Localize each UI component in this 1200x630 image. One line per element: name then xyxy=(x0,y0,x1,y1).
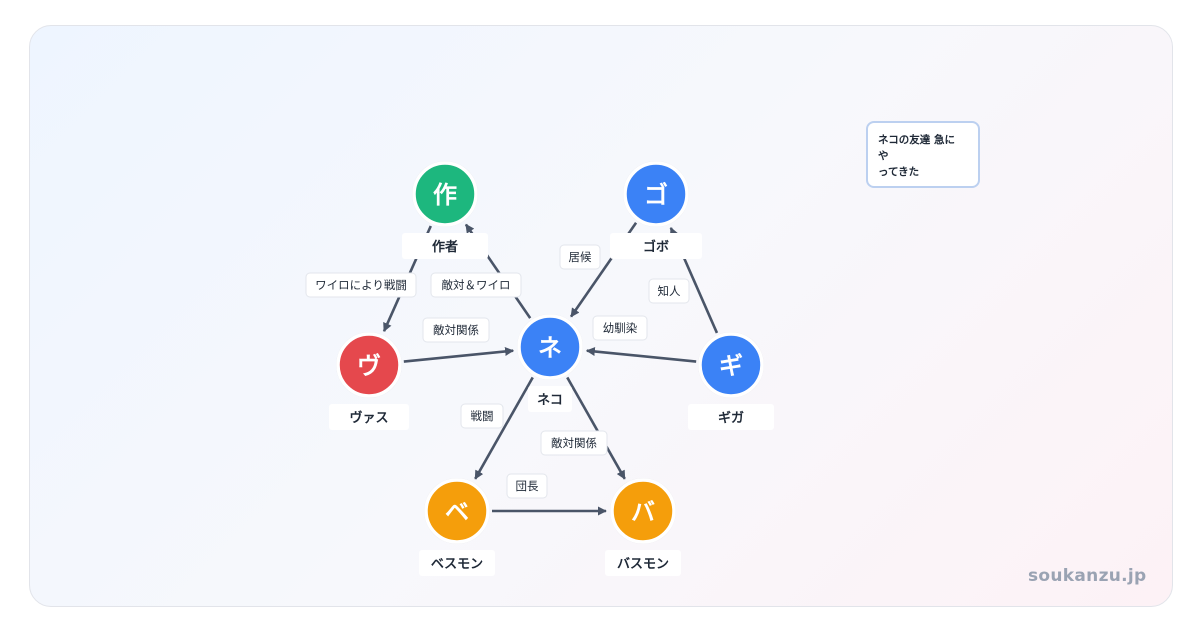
edge-label-box xyxy=(305,272,417,298)
edge-label-box xyxy=(422,317,490,343)
node-initial: ギ xyxy=(719,352,743,380)
edge-label-text: 敵対＆ワイロ xyxy=(442,278,511,292)
edge-label-box xyxy=(506,473,548,499)
edge-label-giga-gobo: 知人 xyxy=(648,278,690,304)
node-name-text: ギガ xyxy=(718,410,744,426)
node-name-box xyxy=(329,404,409,430)
edge-label-giga-neko: 幼馴染 xyxy=(592,315,648,341)
edge-label-text: 団長 xyxy=(516,479,539,493)
node-name-text: ヴァス xyxy=(349,410,388,426)
node-name-text: ゴボ xyxy=(643,239,669,255)
node-circle[interactable] xyxy=(517,314,583,380)
node-vas[interactable]: ヴ xyxy=(336,332,402,398)
edge-label-text: 幼馴染 xyxy=(603,321,638,335)
node-name-box xyxy=(402,233,488,259)
node-circle[interactable] xyxy=(698,332,764,398)
node-name-giga: ギガ xyxy=(688,404,774,430)
edge-giga-neko xyxy=(585,346,697,363)
node-name-box xyxy=(605,550,681,576)
node-name-text: ネコ xyxy=(537,393,563,408)
edge-label-saku-vas: ワイロにより戦闘 xyxy=(305,272,417,298)
edge-label-neko-basu: 敵対関係 xyxy=(540,430,608,456)
edge-label-box xyxy=(648,278,690,304)
edge-label-text: 敵対関係 xyxy=(433,323,479,337)
node-initial: ベ xyxy=(445,498,469,526)
edge-label-box xyxy=(592,315,648,341)
edge-vas-neko xyxy=(403,346,515,363)
edge-label-vas-neko: 敵対関係 xyxy=(422,317,490,343)
node-initial: バ xyxy=(631,498,655,526)
node-name-neko: ネコ xyxy=(528,386,572,412)
node-neko[interactable]: ネ xyxy=(517,314,583,380)
edge-label-neko-besu: 戦闘 xyxy=(460,403,504,429)
edge-neko-basu xyxy=(566,376,626,480)
node-saku[interactable]: 作 xyxy=(412,161,478,227)
node-initial: 作 xyxy=(433,181,457,209)
node-name-box xyxy=(610,233,702,259)
node-giga[interactable]: ギ xyxy=(698,332,764,398)
node-circle[interactable] xyxy=(424,478,490,544)
node-besu[interactable]: ベ xyxy=(424,478,490,544)
node-circle[interactable] xyxy=(412,161,478,227)
node-initial: ネ xyxy=(538,334,562,362)
edge-label-text: ワイロにより戦闘 xyxy=(315,278,407,292)
edge-label-box xyxy=(559,244,601,270)
node-name-text: ベスモン xyxy=(431,557,483,572)
node-name-box xyxy=(528,386,572,412)
edge-label-gobo-neko: 居候 xyxy=(559,244,601,270)
edge-label-neko-saku: 敵対＆ワイロ xyxy=(430,272,522,298)
node-name-text: バスモン xyxy=(617,557,669,572)
node-name-saku: 作者 xyxy=(402,233,488,259)
edge-label-box xyxy=(460,403,504,429)
node-name-basu: バスモン xyxy=(605,550,681,576)
edge-label-text: 居候 xyxy=(569,250,592,264)
note-box: ネコの友達 急に や ってきた xyxy=(866,121,980,188)
edge-label-text: 戦闘 xyxy=(471,409,494,423)
node-name-besu: ベスモン xyxy=(419,550,495,576)
edge-label-text: 知人 xyxy=(658,284,681,298)
edge-neko-besu xyxy=(474,376,534,480)
node-name-vas: ヴァス xyxy=(329,404,409,430)
watermark: soukanzu.jp xyxy=(1028,566,1147,586)
node-circle[interactable] xyxy=(610,478,676,544)
node-name-box xyxy=(419,550,495,576)
node-circle[interactable] xyxy=(336,332,402,398)
node-gobo[interactable]: ゴ xyxy=(623,161,689,227)
edge-label-besu-basu: 団長 xyxy=(506,473,548,499)
node-initial: ヴ xyxy=(357,352,381,380)
edge-label-box xyxy=(430,272,522,298)
node-circle[interactable] xyxy=(623,161,689,227)
edge-label-box xyxy=(540,430,608,456)
node-name-text: 作者 xyxy=(432,239,458,255)
node-initial: ゴ xyxy=(644,181,668,209)
node-name-gobo: ゴボ xyxy=(610,233,702,259)
node-name-box xyxy=(688,404,774,430)
edge-label-text: 敵対関係 xyxy=(551,436,597,450)
node-basu[interactable]: バ xyxy=(610,478,676,544)
